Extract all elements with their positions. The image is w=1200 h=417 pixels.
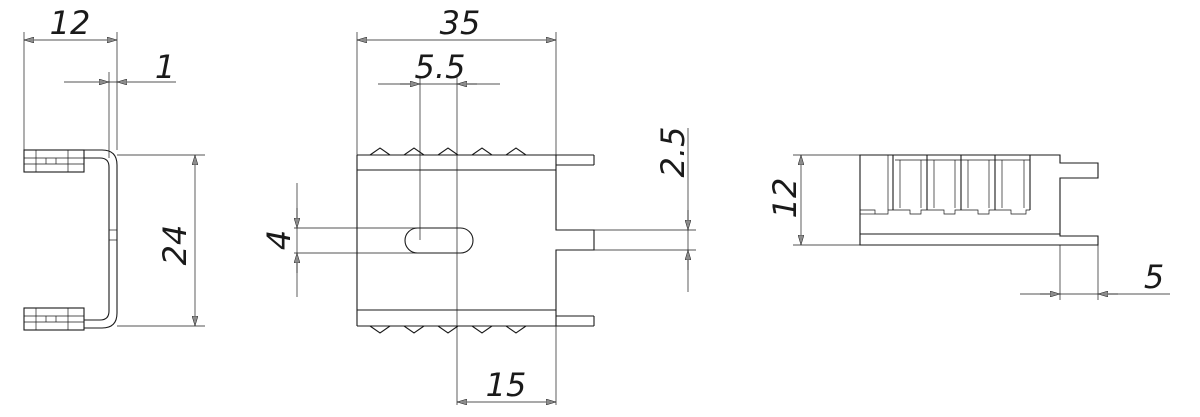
slot-height-dim-label: 4 <box>260 230 298 250</box>
side-thickness-dim-label: 1 <box>155 48 175 86</box>
side-view: 12 1 24 <box>23 4 205 331</box>
front-width-dim-label: 35 <box>440 4 481 42</box>
side-view-outline <box>23 149 118 331</box>
slot-width-dim-label: 5.5 <box>415 48 466 86</box>
front-view: 35 5.5 4 15 2.5 <box>260 4 696 405</box>
end-view: 12 5 <box>766 154 1170 300</box>
end-view-outline <box>859 154 1099 246</box>
side-height-dim-label: 24 <box>156 225 194 266</box>
side-width-dim-label: 12 <box>50 4 91 42</box>
pin-offset-dim-label: 15 <box>486 366 527 404</box>
end-pin-dim-label: 5 <box>1144 258 1164 296</box>
front-view-outline <box>356 147 595 334</box>
end-height-dim-label: 12 <box>766 178 804 219</box>
pin-width-dim-label: 2.5 <box>654 127 692 178</box>
